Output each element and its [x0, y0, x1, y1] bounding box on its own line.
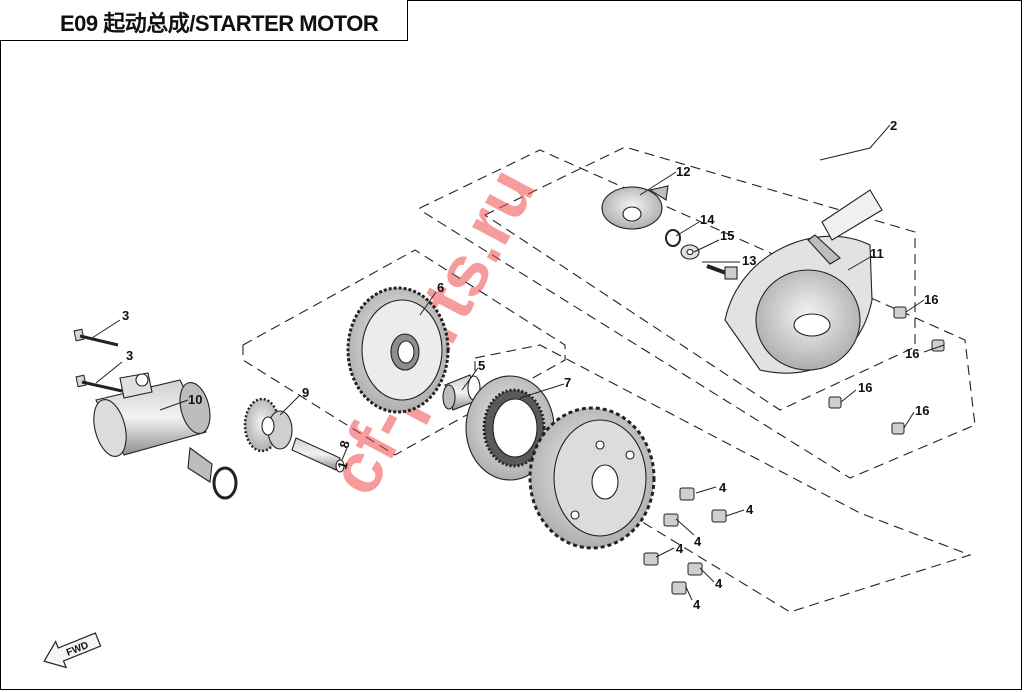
callout-3a: 3 [122, 308, 129, 323]
callout-16c: 16 [858, 380, 872, 395]
bolt-13-part [706, 264, 738, 280]
callout-4a: 4 [719, 480, 727, 495]
driven-gear-part [346, 286, 450, 414]
callout-15: 15 [720, 228, 734, 243]
callout-10: 10 [188, 392, 202, 407]
flywheel-part [528, 406, 656, 550]
recoil-starter-group-outline [419, 149, 976, 479]
callout-6: 6 [437, 280, 444, 295]
callout-16b: 16 [905, 346, 919, 361]
flywheel-group-outline [474, 344, 972, 613]
idler-gear-part [243, 397, 293, 453]
page-title: E09 起动总成/STARTER MOTOR [60, 11, 379, 36]
bolt-4-parts [643, 487, 727, 595]
forward-direction-arrow: FWD [43, 632, 102, 669]
callout-13: 13 [742, 253, 756, 268]
shaft-part [291, 437, 345, 473]
title-box: E09 起动总成/STARTER MOTOR [0, 0, 408, 41]
callout-16d: 16 [915, 403, 929, 418]
callout-2: 2 [890, 118, 897, 133]
recoil-cover-part [724, 189, 883, 374]
callout-1: 1 [334, 460, 350, 471]
starter-gear-group-outline [242, 249, 566, 456]
callout-16a: 16 [924, 292, 938, 307]
dashed-group-outlines [242, 146, 976, 613]
callout-4e: 4 [715, 576, 723, 591]
callout-3b: 3 [126, 348, 133, 363]
callout-labels: 1 2 3 3 4 4 4 4 4 4 5 6 7 8 9 10 11 12 1… [122, 118, 938, 612]
cover-group-outline [483, 146, 916, 411]
bolt-3-parts [73, 328, 123, 393]
spring-washer-parts [665, 229, 700, 260]
callout-4d: 4 [676, 541, 684, 556]
callout-9: 9 [302, 385, 309, 400]
leader-lines [91, 124, 945, 601]
callout-11: 11 [870, 246, 884, 261]
starter-motor-part [93, 372, 238, 500]
callout-5: 5 [478, 358, 485, 373]
callout-8: 8 [336, 439, 352, 450]
forward-arrow-icon [43, 632, 102, 669]
callout-12: 12 [676, 164, 690, 179]
callout-14: 14 [700, 212, 715, 227]
callout-7: 7 [564, 375, 571, 390]
ratchet-part [601, 185, 669, 230]
callout-4b: 4 [746, 502, 754, 517]
one-way-clutch-part [465, 375, 555, 481]
callout-4c: 4 [694, 534, 702, 549]
callout-4f: 4 [693, 597, 701, 612]
